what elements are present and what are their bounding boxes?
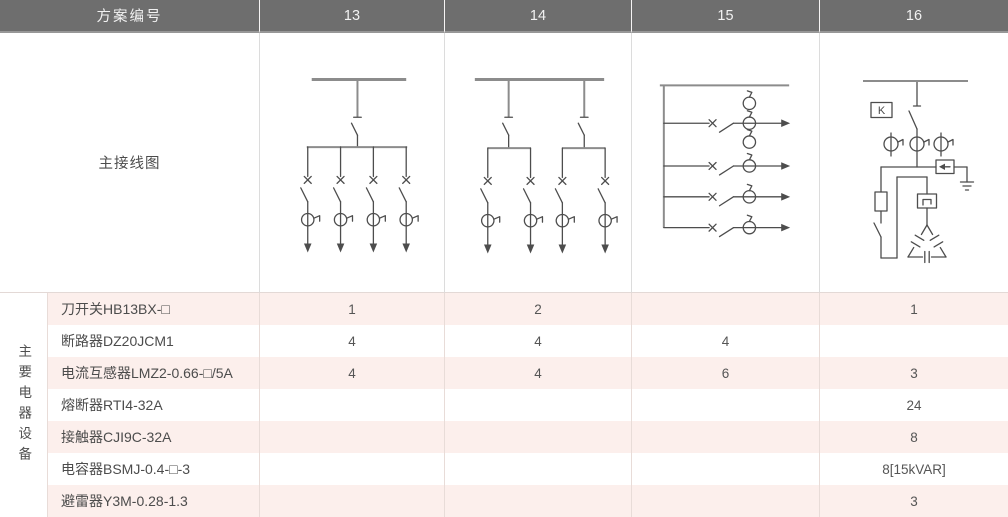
- equipment-value: 2: [445, 293, 632, 325]
- equipment-value: [632, 389, 820, 421]
- equipment-value: 8[15kVAR]: [820, 453, 1008, 485]
- diagram-cell-16: K: [820, 33, 1008, 293]
- diagram-cell-14: [445, 33, 632, 293]
- equipment-value: 6: [632, 357, 820, 389]
- equipment-value: 3: [820, 485, 1008, 517]
- delta-capacitor-bank-icon: [907, 224, 947, 264]
- k-box-label: K: [878, 105, 886, 117]
- equipment-value: [260, 389, 445, 421]
- equipment-name: 避雷器Y3M-0.28-1.3: [48, 485, 260, 517]
- equipment-value: [445, 389, 632, 421]
- equipment-name: 刀开关HB13BX-□: [48, 293, 260, 325]
- wiring-diagram-scheme-13: [300, 77, 419, 254]
- fuse-icon: [874, 166, 888, 212]
- equipment-name: 电流互感器LMZ2-0.66-□/5A: [48, 357, 260, 389]
- equipment-group-label-text: 主要电器设备: [16, 343, 32, 467]
- equipment-name: 接触器CJI9C-32A: [48, 421, 260, 453]
- equipment-value: [632, 453, 820, 485]
- diagram-row-label: 主接线图: [0, 33, 260, 293]
- equipment-value: 4: [260, 325, 445, 357]
- equipment-value: [632, 485, 820, 517]
- equipment-value: 1: [260, 293, 445, 325]
- current-transformers: [883, 132, 954, 168]
- equipment-value: [632, 421, 820, 453]
- switch-blade: [873, 176, 928, 259]
- equipment-value: [260, 421, 445, 453]
- header-scheme-label: 方案编号: [0, 0, 260, 33]
- header-scheme-14: 14: [445, 0, 632, 33]
- k-box: K: [870, 101, 893, 119]
- diagram-row-label-text: 主接线图: [98, 156, 161, 172]
- equipment-value: 4: [260, 357, 445, 389]
- equipment-group-label: 主要电器设备: [0, 293, 48, 517]
- equipment-value: [445, 485, 632, 517]
- equipment-value: 4: [445, 357, 632, 389]
- equipment-value: 3: [820, 357, 1008, 389]
- equipment-value: [445, 453, 632, 485]
- header-scheme-15: 15: [632, 0, 820, 33]
- equipment-value: [445, 421, 632, 453]
- equipment-name: 电容器BSMJ-0.4-□-3: [48, 453, 260, 485]
- equipment-value: 4: [632, 325, 820, 357]
- equipment-name: 断路器DZ20JCM1: [48, 325, 260, 357]
- surge-arrester-icon: [935, 159, 968, 183]
- header-scheme-13: 13: [260, 0, 445, 33]
- equipment-value: 8: [820, 421, 1008, 453]
- knife-switch-icon: [908, 105, 922, 138]
- wiring-diagram-scheme-16: K: [863, 80, 975, 264]
- ground-icon: [959, 181, 975, 191]
- contactor-icon: [916, 193, 938, 226]
- equipment-value: 4: [445, 325, 632, 357]
- equipment-value: 24: [820, 389, 1008, 421]
- equipment-value: [260, 453, 445, 485]
- equipment-name: 熔断器RTI4-32A: [48, 389, 260, 421]
- header-scheme-label-text: 方案编号: [96, 9, 163, 25]
- equipment-value: [820, 325, 1008, 357]
- diagram-cell-13: [260, 33, 445, 293]
- equipment-value: [632, 293, 820, 325]
- diagram-cell-15: [632, 33, 820, 293]
- equipment-value: [260, 485, 445, 517]
- wiring-diagram-scheme-14: [474, 77, 618, 255]
- equipment-value: 1: [820, 293, 1008, 325]
- wiring-diagram-scheme-15: [659, 84, 791, 238]
- header-scheme-16: 16: [820, 0, 1008, 33]
